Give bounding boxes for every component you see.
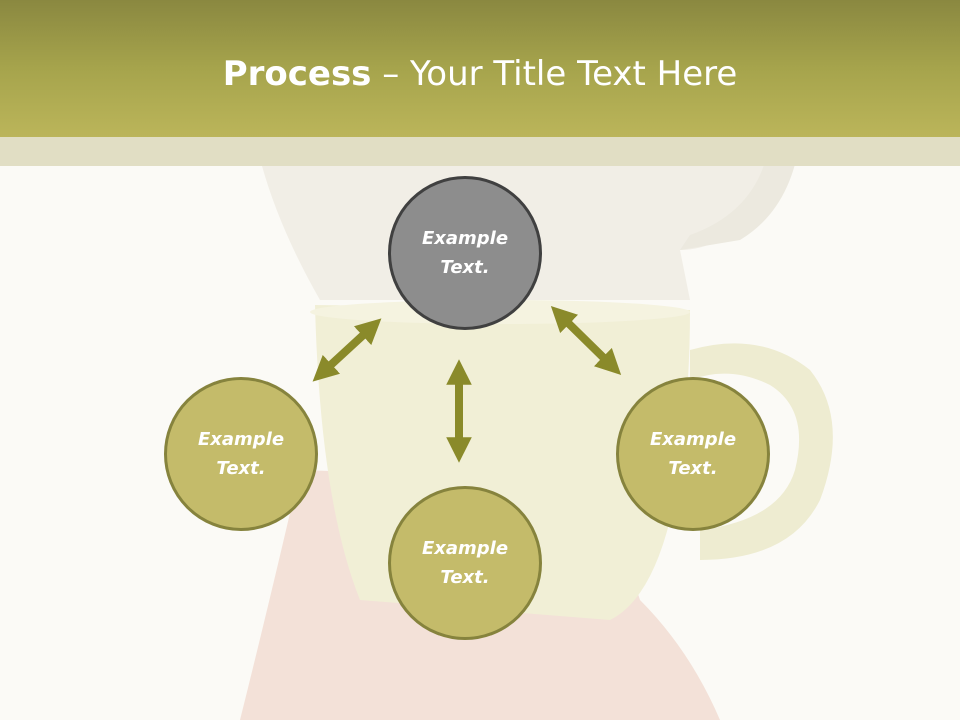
node-bottom-text: Example Text. (421, 538, 509, 588)
slide-title: Process – Your Title Text Here (0, 50, 960, 98)
node-right-text: Example Text. (649, 429, 737, 479)
node-left-text: Example Text. (197, 429, 285, 479)
node-right: Example Text. (616, 377, 770, 531)
arrow-top-right (550, 306, 622, 375)
arrow-top-left (312, 318, 382, 382)
node-top-text: Example Text. (421, 228, 509, 278)
node-top: Example Text. (388, 176, 542, 330)
node-bottom: Example Text. (388, 486, 542, 640)
node-left: Example Text. (164, 377, 318, 531)
title-rest: – Your Title Text Here (371, 54, 738, 94)
title-bold: Process (222, 54, 372, 94)
header-bar (0, 0, 960, 137)
header-band (0, 137, 960, 166)
